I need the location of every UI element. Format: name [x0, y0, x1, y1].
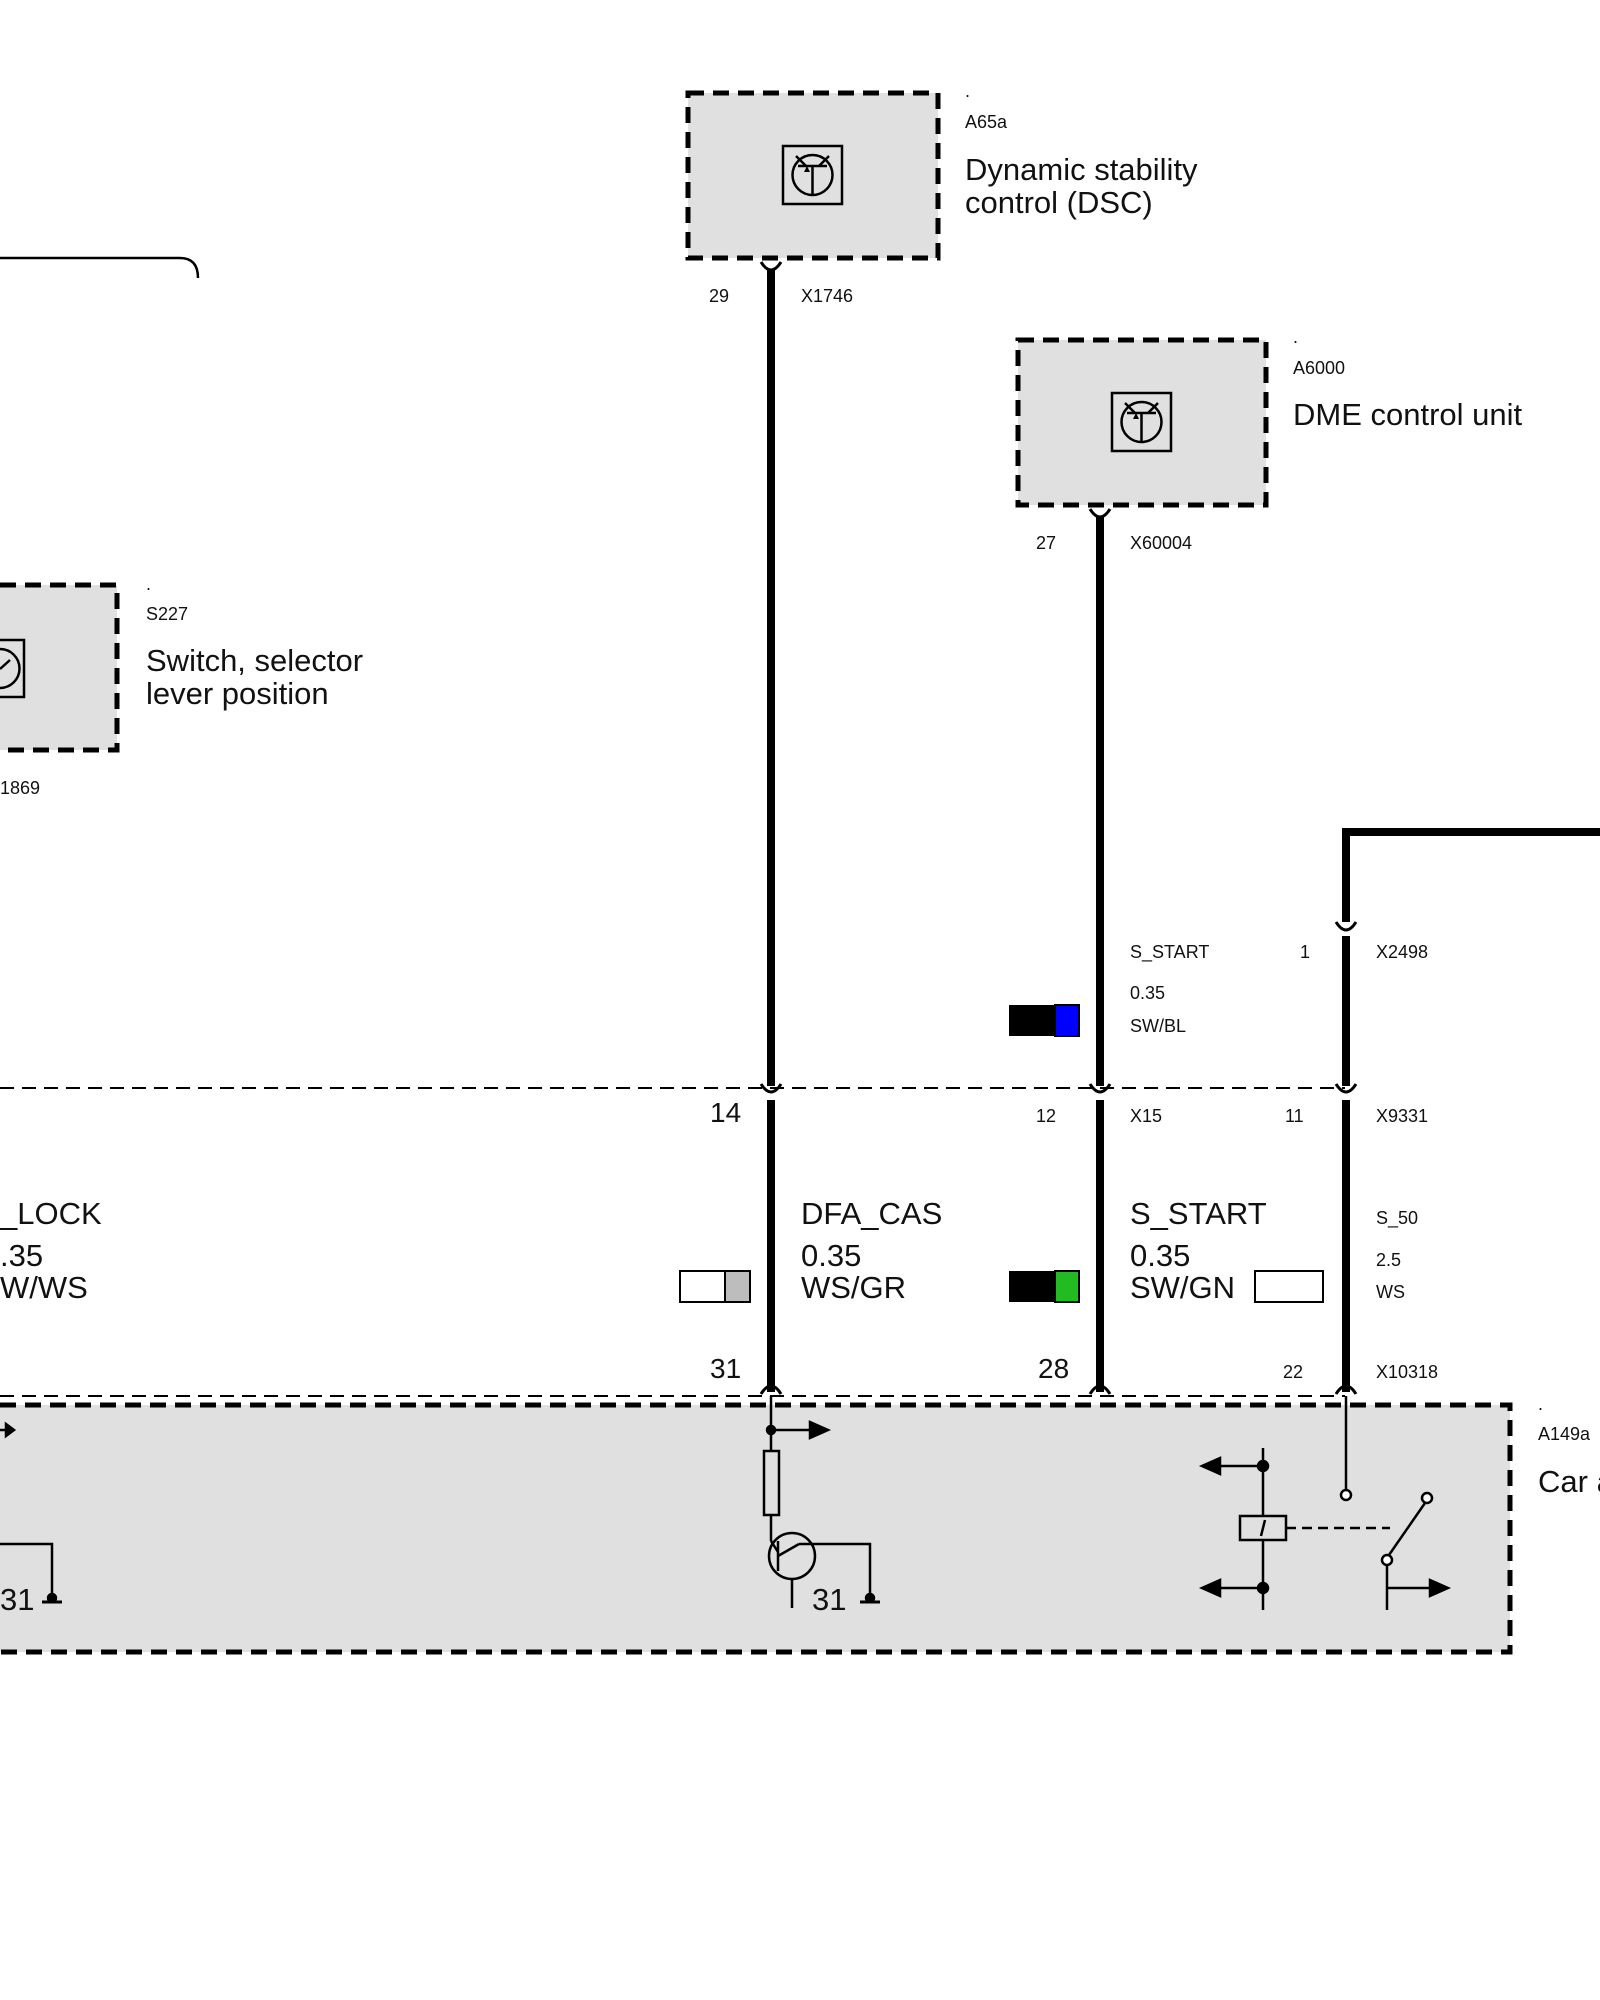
- dsc-dot: .: [965, 81, 970, 101]
- svg-text:S_50: S_50: [1376, 1208, 1418, 1229]
- car-start-pin: 28: [1038, 1353, 1069, 1384]
- switch-connector-label: 1869: [0, 778, 40, 798]
- svg-text:S_START: S_START: [1130, 1196, 1267, 1231]
- switch-box: [0, 582, 120, 753]
- x2498-connector: X2498: [1376, 942, 1428, 962]
- x9331-connector: X9331: [1376, 1106, 1428, 1126]
- dme-dot: .: [1293, 327, 1298, 347]
- x2498-pin: 1: [1300, 942, 1310, 962]
- switch-dot: .: [146, 574, 151, 594]
- dsc-connector: X1746: [801, 286, 853, 306]
- car-name: Car a: [1538, 1464, 1600, 1499]
- ground-label-left: 31: [0, 1582, 34, 1617]
- car-access-box: [0, 1402, 1513, 1655]
- car-dot: .: [1538, 1394, 1543, 1414]
- dsc-name-line1: Dynamic stability: [965, 152, 1198, 187]
- color-swatch: [1009, 1005, 1055, 1036]
- x15-left-pin: 14: [710, 1097, 741, 1128]
- wire-s-50[interactable]: [1342, 828, 1600, 1392]
- dsc-component[interactable]: . A65a Dynamic stability control (DSC): [685, 81, 1198, 261]
- connector-symbols: [759, 261, 1358, 1395]
- dme-pin: 27: [1036, 533, 1056, 553]
- left-internal-circuit: [0, 1421, 62, 1604]
- dsc-id: A65a: [965, 112, 1008, 132]
- svg-text:WS/GR: WS/GR: [801, 1270, 906, 1305]
- svg-text:SW/BL: SW/BL: [1130, 1016, 1186, 1036]
- color-swatch: [1009, 1271, 1055, 1302]
- ground-label-center: 31: [812, 1582, 846, 1617]
- svg-text:0.35: 0.35: [1130, 1238, 1190, 1273]
- transistor-icon: [781, 144, 844, 206]
- dme-component[interactable]: . A6000 DME control unit: [1015, 327, 1523, 508]
- svg-text:W/WS: W/WS: [0, 1270, 88, 1305]
- switch-name-line2: lever position: [146, 676, 329, 711]
- x10318-connector: X10318: [1376, 1362, 1438, 1382]
- wire-label-s-50: S_50 2.5 WS: [1376, 1208, 1418, 1302]
- color-swatch: [679, 1270, 726, 1303]
- x15-connector: X15: [1130, 1106, 1162, 1126]
- svg-text:0.35: 0.35: [1130, 983, 1165, 1003]
- relay-circuit: [1198, 1396, 1452, 1610]
- car-id: A149a: [1538, 1424, 1591, 1444]
- svg-text:_LOCK: _LOCK: [0, 1196, 102, 1231]
- svg-text:WS: WS: [1376, 1282, 1405, 1302]
- switch-component[interactable]: . S227 Switch, selector lever position 1…: [0, 574, 363, 798]
- x15-pin: 12: [1036, 1106, 1056, 1126]
- svg-text:DFA_CAS: DFA_CAS: [801, 1196, 942, 1231]
- car-access-component[interactable]: . A149a Car a: [0, 1394, 1600, 1655]
- dme-connector: X60004: [1130, 533, 1192, 553]
- dme-id: A6000: [1293, 358, 1345, 378]
- center-internal-circuit: [762, 1396, 880, 1608]
- svg-text:S_START: S_START: [1130, 942, 1209, 963]
- dme-name: DME control unit: [1293, 397, 1523, 432]
- wire-label-dfa-cas: DFA_CAS 0.35 WS/GR: [679, 1196, 942, 1305]
- svg-text:2.5: 2.5: [1376, 1250, 1401, 1270]
- transistor-icon: [0, 638, 26, 699]
- bracket-line: [0, 256, 200, 279]
- transistor-icon: [1110, 391, 1173, 453]
- car-dfa-pin: 31: [710, 1353, 741, 1384]
- switch-name-line1: Switch, selector: [146, 643, 363, 678]
- dsc-pin: 29: [709, 286, 729, 306]
- x10318-pin: 22: [1283, 1362, 1303, 1382]
- svg-text:.35: .35: [0, 1238, 43, 1273]
- dsc-name-line2: control (DSC): [965, 185, 1153, 220]
- x9331-pin: 11: [1285, 1106, 1304, 1126]
- wire-label-s-start-upper: S_START 0.35 SW/BL: [1009, 942, 1209, 1037]
- wire-label-lock: _LOCK .35 W/WS: [0, 1196, 102, 1305]
- switch-id: S227: [146, 604, 188, 624]
- svg-text:0.35: 0.35: [801, 1238, 861, 1273]
- svg-text:SW/GN: SW/GN: [1130, 1270, 1235, 1305]
- wire-label-s-start-lower: S_START 0.35 SW/GN: [1009, 1196, 1324, 1305]
